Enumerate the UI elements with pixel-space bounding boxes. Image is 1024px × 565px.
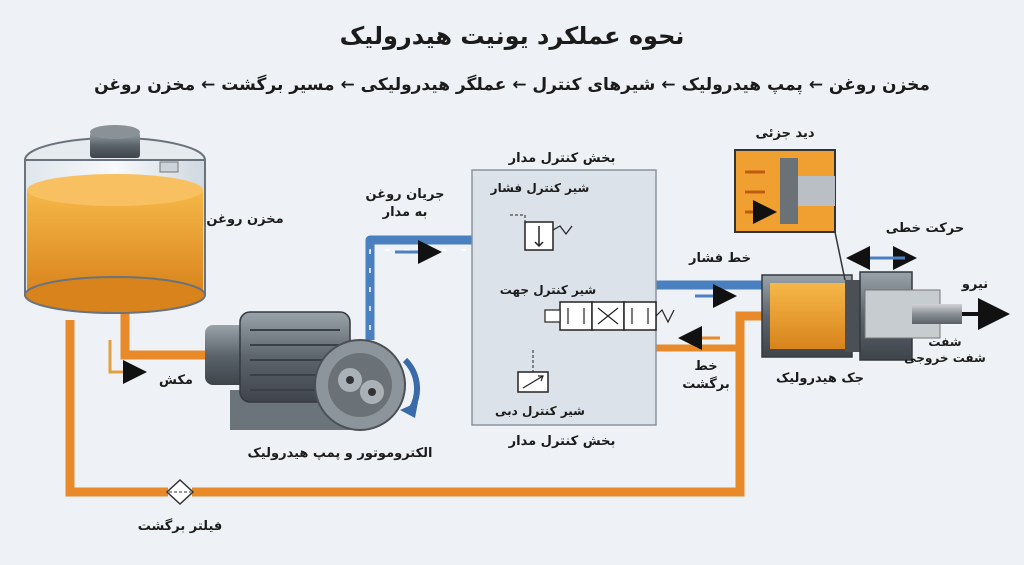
oil-tank: [24, 125, 206, 314]
flow-sequence: مخزن روغن ← پمپ هیدرولیک ← شیرهای کنترل …: [94, 74, 930, 95]
control-section-top-label: بخش کنترل مدار: [508, 151, 616, 166]
page-title: نحوه عملکرد یونیت هیدرولیک: [340, 22, 685, 50]
filter-label: فیلتر برگشت: [138, 518, 223, 534]
direction-valve: [544, 301, 675, 331]
flow-valve: [517, 350, 549, 393]
tank-label: مخزن روغن: [206, 212, 283, 227]
force-label: نیرو: [961, 277, 988, 292]
suction-label: مکش: [159, 373, 193, 388]
hydraulic-cylinder: [761, 246, 1010, 361]
cylinder-label: جک هیدرولیک: [776, 371, 864, 386]
direction-valve-label: شیر کنترل جهت: [500, 283, 596, 297]
detail-label: دید جزئی: [755, 126, 814, 141]
pressure-valve-label: شیر کنترل فشار: [490, 181, 590, 195]
return-filter: [165, 478, 195, 506]
return-line: [65, 311, 770, 497]
return-line-label-2: برگشت: [682, 376, 730, 392]
pump-label: الکتروموتور و پمپ هیدرولیک: [248, 446, 433, 461]
pressure-line-label: خط فشار: [688, 251, 751, 266]
linear-motion-label: حرکت خطی: [886, 221, 965, 236]
control-section: [471, 169, 657, 426]
control-section-bottom-label: بخش کنترل مدار: [508, 434, 616, 449]
flow-label-2: به مدار: [382, 205, 428, 220]
flow-valve-label: شیر کنترل دبی: [495, 404, 585, 418]
pressure-valve: [510, 214, 573, 251]
return-line-label-1: خط: [694, 359, 717, 374]
suction-line: [108, 305, 220, 384]
motor-pump: [205, 311, 421, 431]
shaft-label-1: شفت: [928, 335, 961, 349]
detail-view: [734, 149, 846, 281]
flow-label-1: جریان روغن: [366, 187, 445, 202]
shaft-label-2: شفت خروجی: [904, 351, 986, 366]
